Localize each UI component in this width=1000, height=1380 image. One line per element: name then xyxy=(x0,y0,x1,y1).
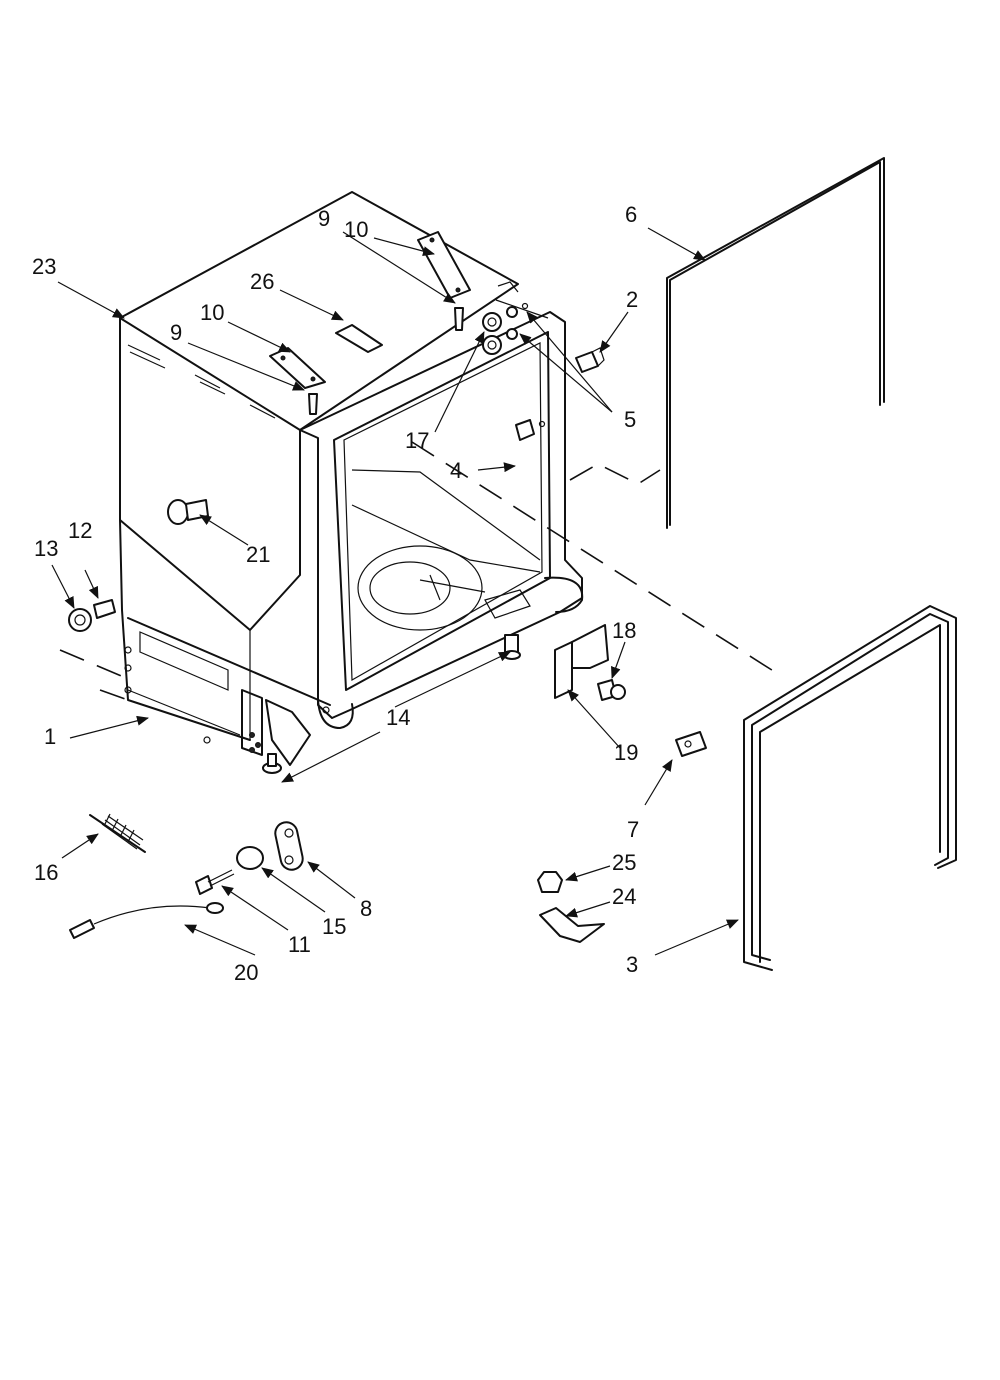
plug-part-21 xyxy=(167,499,209,525)
callout-18: 18 xyxy=(612,618,636,643)
callout-16: 16 xyxy=(34,860,58,885)
door-gasket-part-6 xyxy=(666,157,885,529)
callout-13: 13 xyxy=(34,536,58,561)
callout-6: 6 xyxy=(625,202,637,227)
callout-26: 26 xyxy=(250,269,274,294)
callout-17: 17 xyxy=(405,428,429,453)
hinge-bracket-part-10-top xyxy=(417,231,471,299)
callout-9-top: 9 xyxy=(318,206,330,231)
callout-10-left: 10 xyxy=(200,300,224,325)
leveling-leg-part-14 xyxy=(262,753,282,774)
spring-part-16 xyxy=(89,813,146,853)
callout-15: 15 xyxy=(322,914,346,939)
nut-part-13 xyxy=(68,608,92,632)
callout-14: 14 xyxy=(386,705,410,730)
assembly-guide-lines xyxy=(59,441,776,701)
callout-leaders xyxy=(51,227,739,956)
switch-part-25 xyxy=(537,871,563,893)
clip-part-4 xyxy=(515,419,546,441)
screw-part-18 xyxy=(597,679,626,701)
screw-part-12 xyxy=(93,599,116,619)
callout-7: 7 xyxy=(627,817,639,842)
wheel-part-15 xyxy=(236,846,264,870)
tub-front-frame xyxy=(299,311,584,729)
bolt-part-11 xyxy=(195,869,235,895)
link-part-8 xyxy=(274,821,304,871)
screw-part-9-top xyxy=(454,307,464,331)
callout-21: 21 xyxy=(246,542,270,567)
screw-part-9-left xyxy=(308,393,318,415)
hinge-bracket-part-10-left xyxy=(269,347,326,389)
lower-seal-part-3 xyxy=(743,605,957,971)
callout-5: 5 xyxy=(624,407,636,432)
callout-8: 8 xyxy=(360,896,372,921)
bracket-part-24 xyxy=(539,907,605,943)
callout-20: 20 xyxy=(234,960,258,985)
callout-labels: 23 6 10 9 26 10 9 2 5 17 4 21 13 12 1 14… xyxy=(32,202,639,985)
wire-part-20 xyxy=(69,902,224,939)
callout-23: 23 xyxy=(32,254,56,279)
callout-3: 3 xyxy=(626,952,638,977)
clip-part-7 xyxy=(675,731,707,757)
bracket-part-19 xyxy=(554,624,609,699)
washers-part-5 xyxy=(506,302,529,340)
callout-19: 19 xyxy=(614,740,638,765)
callout-25: 25 xyxy=(612,850,636,875)
callout-4: 4 xyxy=(450,458,462,483)
label-part-26 xyxy=(335,324,383,353)
callout-24: 24 xyxy=(612,884,636,909)
callout-12: 12 xyxy=(68,518,92,543)
grommets-part-17 xyxy=(482,312,502,355)
callout-9-left: 9 xyxy=(170,320,182,345)
screw-part-2 xyxy=(575,347,605,373)
callout-11: 11 xyxy=(288,932,311,957)
callout-10-top: 10 xyxy=(344,217,368,242)
tub-assembly xyxy=(119,191,549,766)
callout-2: 2 xyxy=(626,287,638,312)
callout-1: 1 xyxy=(44,724,56,749)
